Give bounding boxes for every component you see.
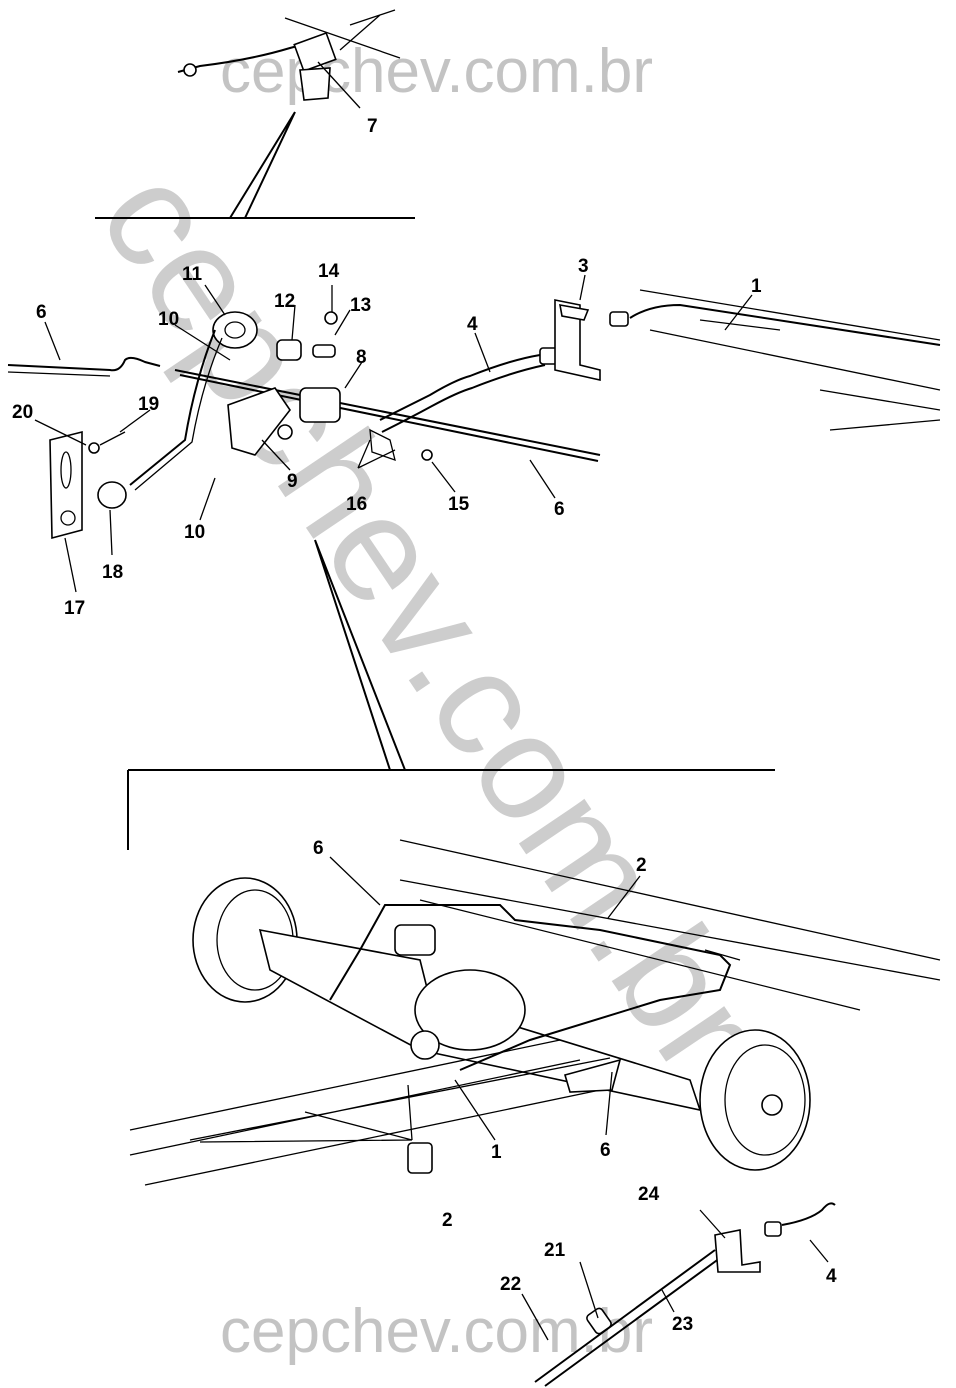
callout-12: 12 [274,291,295,312]
callout-4: 4 [467,314,478,335]
callout-18: 18 [102,562,123,583]
callout-6c: 6 [313,838,324,859]
callout-13: 13 [350,295,371,316]
callout-16: 16 [346,494,367,515]
watermark-bottom: cepchev.com.br [220,1297,653,1366]
callout-2: 2 [636,855,647,876]
callout-8: 8 [356,347,367,368]
watermark-diagonal: cepchev.com.br [68,139,793,1101]
callout-22: 22 [500,1274,521,1295]
detail-valve-bracket-assembly [7,289,941,850]
leader-lines [34,274,753,1141]
callout-11: 11 [182,264,203,285]
callout-20: 20 [12,402,33,423]
callout-17: 17 [64,598,85,619]
callout-7: 7 [367,116,378,137]
callout-1b: 1 [491,1142,502,1163]
callout-2b: 2 [442,1210,453,1231]
callout-19: 19 [138,394,159,415]
callout-labels: 7 11 12 14 13 10 8 6 20 19 9 10 16 15 6 … [12,116,837,1335]
callout-6: 6 [36,302,47,323]
callout-4b: 4 [826,1266,837,1287]
detail-rear-axle [129,839,941,1387]
callout-6b: 6 [554,499,565,520]
callout-3: 3 [578,256,589,277]
watermark-top: cepchev.com.br [220,37,653,106]
callout-10b: 10 [184,522,205,543]
callout-15: 15 [448,494,470,515]
callout-9: 9 [287,471,298,492]
callout-23: 23 [672,1314,693,1335]
callout-24: 24 [638,1184,660,1205]
callout-6d: 6 [600,1140,611,1161]
callout-10: 10 [158,309,179,330]
callout-14: 14 [318,261,340,282]
callout-21: 21 [544,1240,566,1261]
detail-proportioning-valve-top [95,9,415,219]
callout-1: 1 [751,276,762,297]
